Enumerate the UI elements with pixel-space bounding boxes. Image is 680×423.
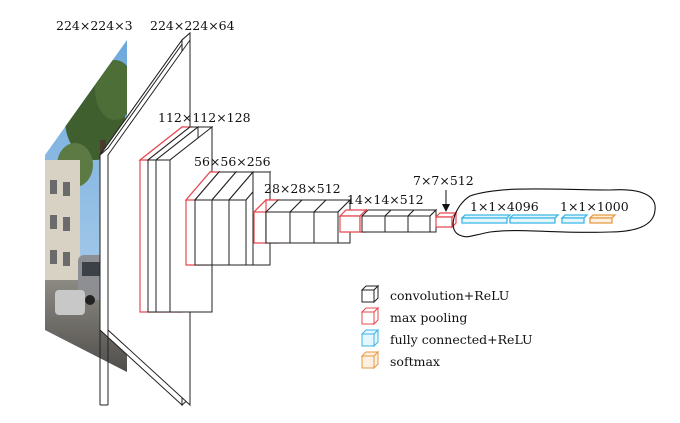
fc2-bar	[509, 217, 556, 224]
fc3-bar	[561, 217, 585, 224]
red-cube-icon	[360, 306, 380, 326]
legend-label-fc: fully connected+ReLU	[390, 332, 533, 347]
legend-item-conv: convolution+ReLU	[360, 284, 509, 304]
legend-item-softmax: softmax	[360, 350, 440, 370]
blue-cube-icon	[360, 328, 380, 348]
fc-block	[460, 214, 617, 224]
legend-label-pool: max pooling	[390, 310, 467, 325]
pool5-block	[434, 190, 458, 229]
fc-outline-loop	[452, 188, 656, 238]
legend-label-softmax: softmax	[390, 354, 440, 369]
conv2-block	[138, 125, 214, 313]
label-input-dims: 224×224×3	[56, 18, 133, 33]
fc1-bar	[461, 217, 508, 224]
label-conv4-dims: 28×28×512	[264, 181, 341, 196]
orange-cube-icon	[360, 350, 380, 370]
softmax-bar	[589, 217, 613, 224]
label-fc-dims: 1×1×4096	[470, 199, 539, 214]
legend: convolution+ReLU max pooling fully conne…	[360, 284, 533, 370]
conv4-block	[252, 198, 352, 244]
label-conv5-dims: 14×14×512	[347, 192, 424, 207]
label-conv1-dims: 224×224×64	[150, 18, 235, 33]
black-cube-icon	[360, 284, 380, 304]
legend-label-conv: convolution+ReLU	[390, 288, 509, 303]
label-softmax-dims: 1×1×1000	[560, 199, 629, 214]
legend-item-fc: fully connected+ReLU	[360, 328, 533, 348]
label-conv2-dims: 112×112×128	[158, 110, 251, 125]
legend-item-pool: max pooling	[360, 306, 467, 326]
label-conv3-dims: 56×56×256	[194, 154, 271, 169]
conv5-block	[338, 208, 438, 233]
label-pool5-dims: 7×7×512	[413, 173, 474, 188]
